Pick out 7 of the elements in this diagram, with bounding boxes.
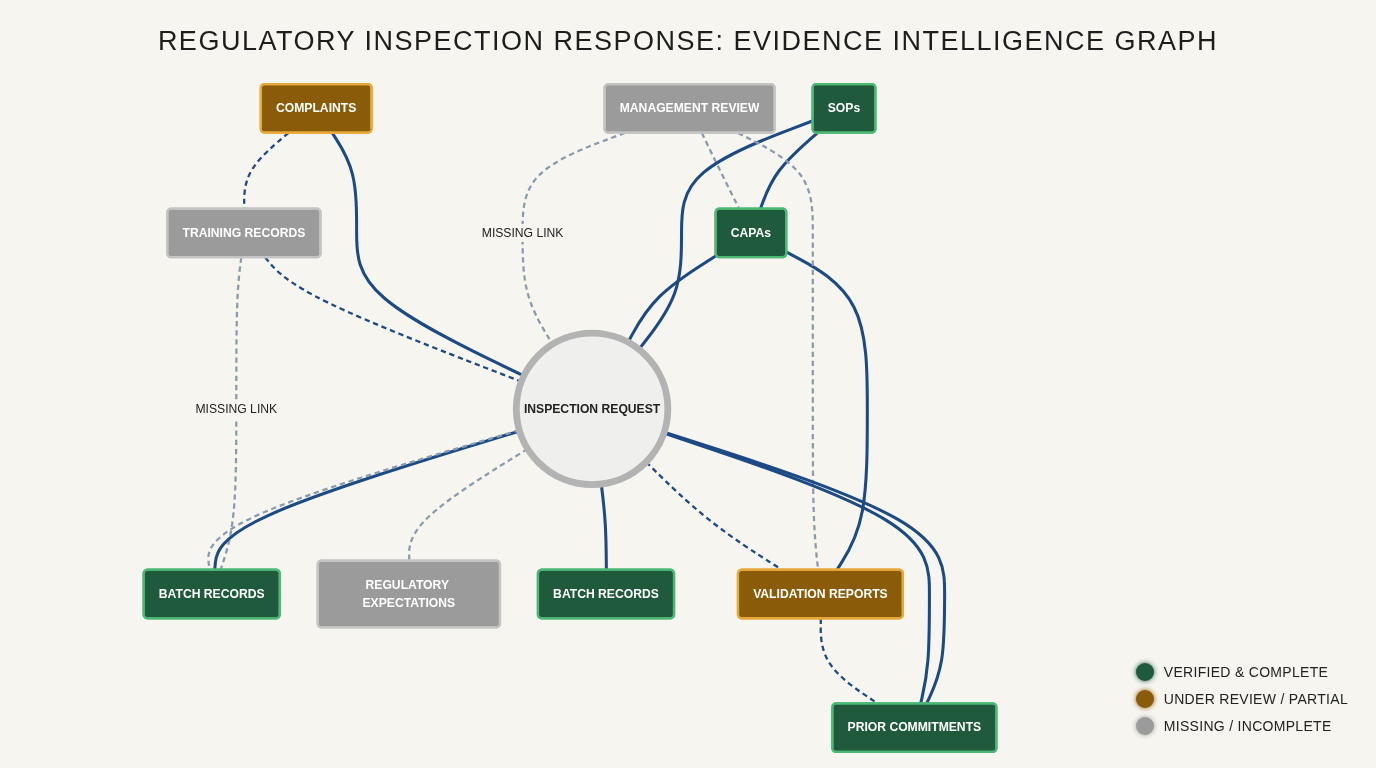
edge-label: MISSING LINK xyxy=(481,226,564,239)
legend-label: MISSING / INCOMPLETE xyxy=(1163,718,1332,734)
node-circle: INSPECTION REQUEST xyxy=(512,329,672,489)
edge-label: MISSING LINK xyxy=(195,402,278,415)
diagram-title: REGULATORY INSPECTION RESPONSE: EVIDENCE INTELLIGENCE GRAPH xyxy=(157,26,1219,57)
legend-label: UNDER REVIEW / PARTIAL xyxy=(1163,691,1348,707)
legend-label: VERIFIED & COMPLETE xyxy=(1163,664,1329,680)
